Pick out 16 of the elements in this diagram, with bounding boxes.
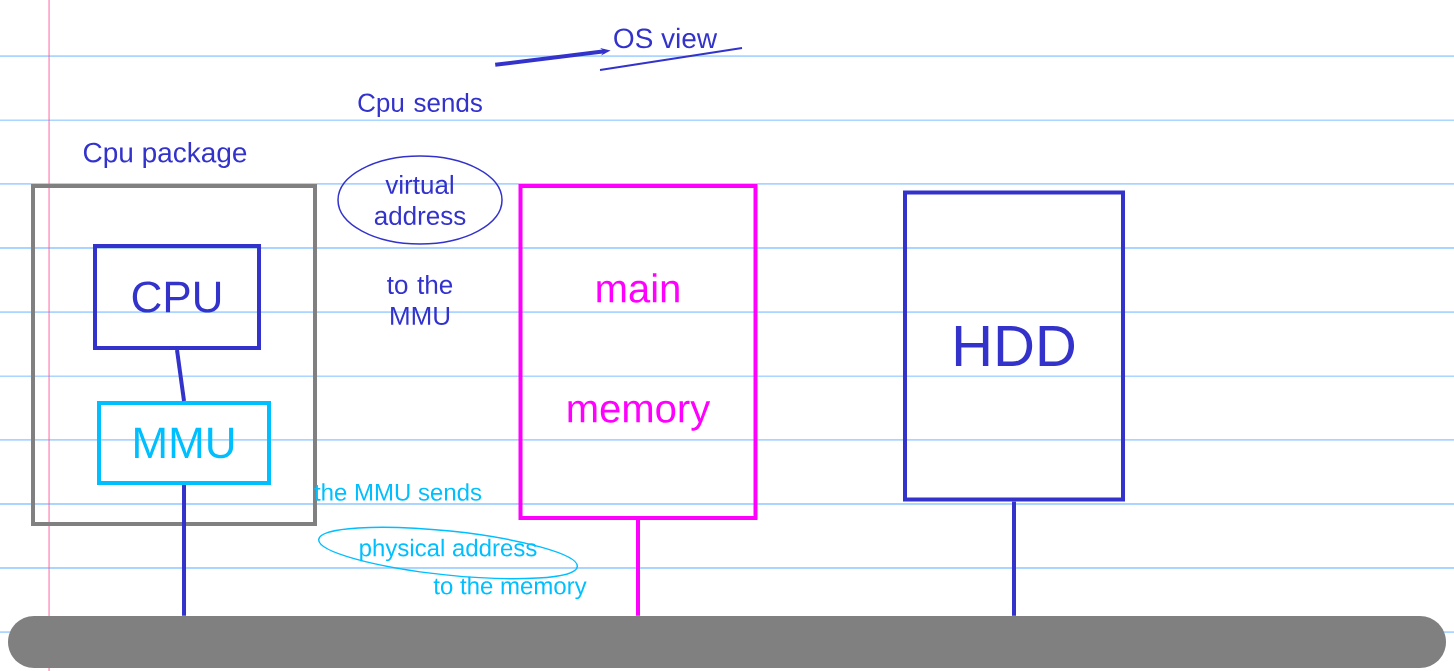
bus-bar [8,616,1446,668]
note-text: physical address [360,538,537,562]
note-text: Cpu sends [358,92,482,118]
connector-line [182,485,186,616]
connector-line [1012,501,1016,616]
note-text: virtual address [374,174,466,226]
note-text: the MMU sends [314,483,482,501]
memory-box: main memory [518,184,758,520]
note-text: to the memory [433,576,587,600]
note-text: OS view [614,27,718,49]
component-box: MMU [97,401,271,485]
connector-line [175,349,186,402]
connector-line [636,520,640,616]
component-box: CPU [93,244,261,350]
note-text: to the MMU [387,274,453,326]
package-heading: Cpu package [83,141,247,169]
